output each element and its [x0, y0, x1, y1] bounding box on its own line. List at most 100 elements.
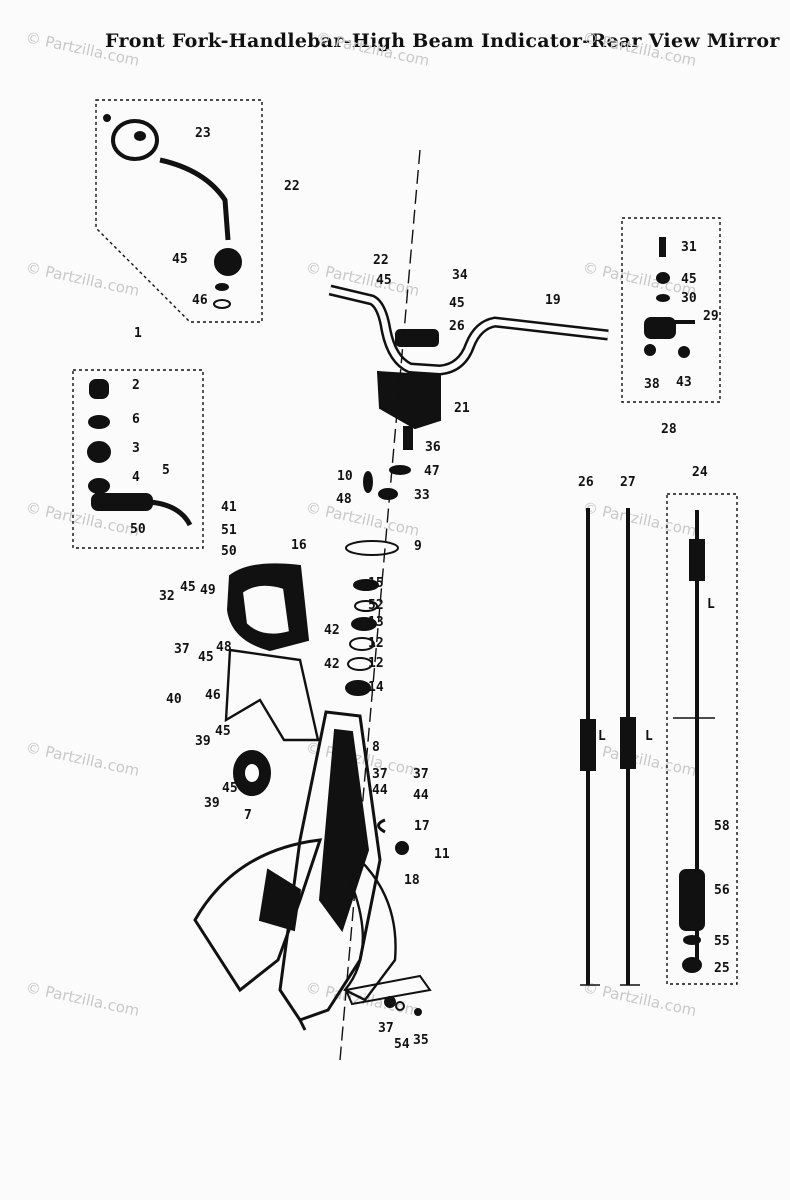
part-callout-L: L [598, 729, 606, 744]
part-callout-12: 12 [368, 656, 384, 671]
group-boxes [72, 99, 738, 985]
part-callout-48: 48 [336, 492, 352, 507]
part-callout-54: 54 [394, 1037, 410, 1052]
part-callout-31: 31 [681, 240, 697, 255]
part-callout-6: 6 [132, 412, 140, 427]
part-callout-45: 45 [449, 296, 465, 311]
part-callout-17: 17 [414, 819, 430, 834]
part-callout-12: 12 [368, 636, 384, 651]
part-callout-1: 1 [134, 326, 142, 341]
part-callout-23: 23 [195, 126, 211, 141]
part-callout-55: 55 [714, 934, 730, 949]
part-callout-50: 50 [130, 522, 146, 537]
part-callout-7: 7 [244, 808, 252, 823]
part-callout-47: 47 [424, 464, 440, 479]
headlight-housing [224, 563, 320, 796]
part-callout-3: 3 [132, 441, 140, 456]
part-callout-43: 43 [676, 375, 692, 390]
part-callout-14: 14 [368, 680, 384, 695]
part-callout-13: 13 [368, 615, 384, 630]
part-callout-45: 45 [215, 724, 231, 739]
switch-parts [644, 237, 695, 358]
part-callout-40: 40 [166, 692, 182, 707]
cable-group-box [666, 493, 738, 985]
part-callout-37: 37 [372, 767, 388, 782]
control-cables [580, 508, 715, 986]
part-callout-52: 52 [368, 598, 384, 613]
part-callout-21: 21 [454, 401, 470, 416]
part-callout-22: 22 [373, 253, 389, 268]
part-callout-37: 37 [378, 1021, 394, 1036]
part-callout-26: 26 [578, 475, 594, 490]
part-callout-38: 38 [644, 377, 660, 392]
watermark-text: © Partzilla.com [304, 498, 421, 540]
watermark-text: © Partzilla.com [24, 738, 141, 780]
part-callout-46: 46 [192, 293, 208, 308]
part-callout-19: 19 [545, 293, 561, 308]
part-callout-26: 26 [449, 319, 465, 334]
part-callout-18: 18 [404, 873, 420, 888]
part-callout-39: 39 [195, 734, 211, 749]
grip-group-box [72, 369, 204, 549]
rear-view-mirror [103, 114, 242, 309]
part-callout-45: 45 [376, 273, 392, 288]
part-callout-32: 32 [159, 589, 175, 604]
part-callout-28: 28 [661, 422, 677, 437]
part-callout-9: 9 [414, 539, 422, 554]
part-callout-15: 15 [368, 576, 384, 591]
part-callout-8: 8 [372, 740, 380, 755]
part-callout-2: 2 [132, 378, 140, 393]
part-callout-34: 34 [452, 268, 468, 283]
part-callout-45: 45 [222, 781, 238, 796]
mirror-group-box [95, 99, 263, 323]
part-callout-45: 45 [198, 650, 214, 665]
part-callout-45: 45 [180, 580, 196, 595]
part-callout-51: 51 [221, 523, 237, 538]
part-callout-39: 39 [204, 796, 220, 811]
grip-parts [87, 379, 193, 527]
part-callout-50: 50 [221, 544, 237, 559]
part-callout-48: 48 [216, 640, 232, 655]
part-callout-37: 37 [174, 642, 190, 657]
part-callout-46: 46 [205, 688, 221, 703]
switch-group-box [621, 217, 721, 403]
part-callout-44: 44 [413, 788, 429, 803]
watermark-text: © Partzilla.com [581, 28, 698, 70]
part-callout-42: 42 [324, 657, 340, 672]
watermark-text: © Partzilla.com [581, 498, 698, 540]
part-callout-L: L [645, 729, 653, 744]
part-callout-4: 4 [132, 470, 140, 485]
part-callout-30: 30 [681, 291, 697, 306]
part-callout-5: 5 [162, 463, 170, 478]
part-callout-25: 25 [714, 961, 730, 976]
part-callout-33: 33 [414, 488, 430, 503]
watermark-text: © Partzilla.com [24, 258, 141, 300]
part-callout-45: 45 [172, 252, 188, 267]
part-callout-37: 37 [413, 767, 429, 782]
part-callout-11: 11 [434, 847, 450, 862]
part-callout-29: 29 [703, 309, 719, 324]
part-callout-58: 58 [714, 819, 730, 834]
part-callout-24: 24 [692, 465, 708, 480]
part-callout-44: 44 [372, 783, 388, 798]
watermark-text: © Partzilla.com [24, 28, 141, 70]
part-callout-36: 36 [425, 440, 441, 455]
part-callout-10: 10 [337, 469, 353, 484]
part-callout-49: 49 [200, 583, 216, 598]
part-callout-41: 41 [221, 500, 237, 515]
part-callout-45: 45 [681, 272, 697, 287]
part-callout-42: 42 [324, 623, 340, 638]
part-callout-22: 22 [284, 179, 300, 194]
part-callout-35: 35 [413, 1033, 429, 1048]
handlebar [328, 284, 609, 450]
front-fork [193, 710, 432, 1031]
watermark-text: © Partzilla.com [314, 28, 431, 70]
part-callout-16: 16 [291, 538, 307, 553]
watermark-text: © Partzilla.com [581, 738, 698, 780]
part-callout-27: 27 [620, 475, 636, 490]
watermark-text: © Partzilla.com [24, 978, 141, 1020]
steering-stem [339, 149, 421, 1061]
part-callout-56: 56 [714, 883, 730, 898]
